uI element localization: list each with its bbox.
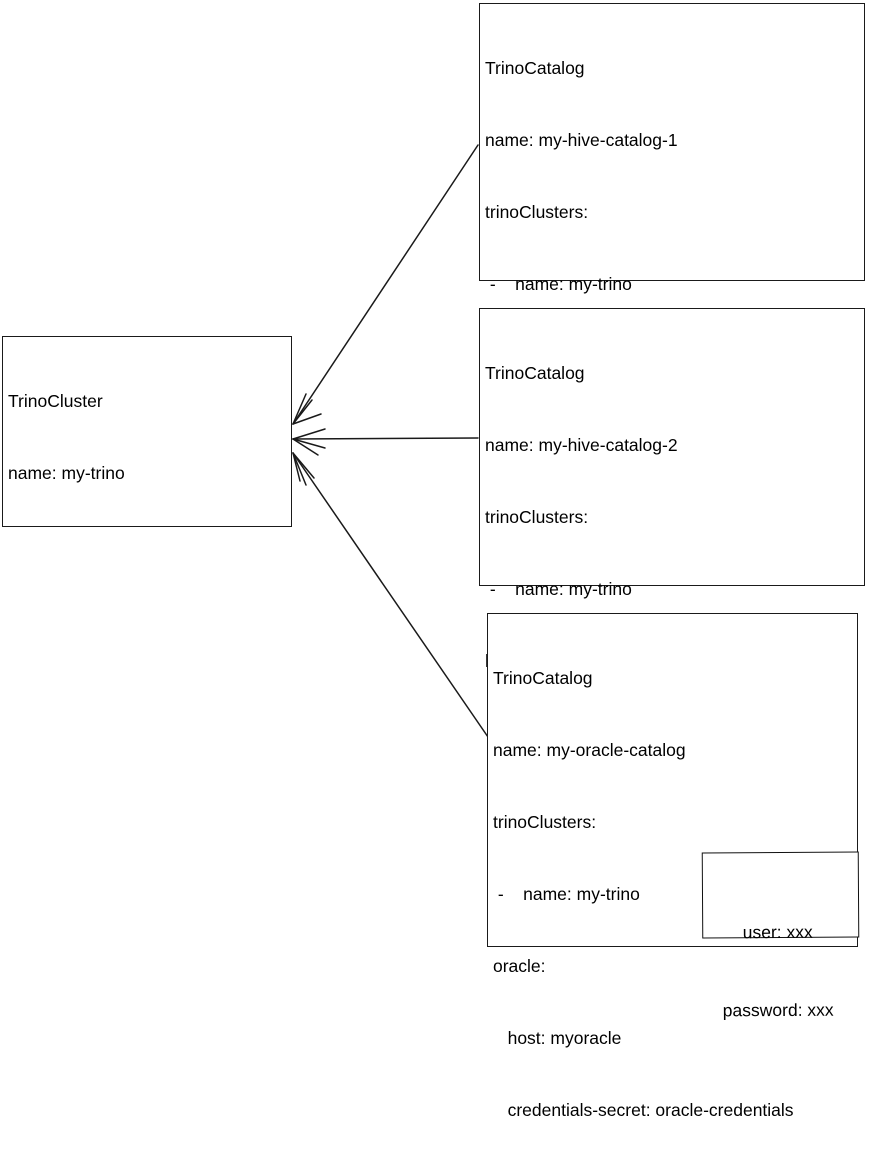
node-credentials-secret-text: user: xxx password: xxx <box>703 867 853 1076</box>
node-line: TrinoCluster <box>8 391 103 411</box>
node-trino-catalog-hive-1[interactable]: TrinoCatalog name: my-hive-catalog-1 tri… <box>479 3 865 654</box>
node-line: name: my-hive-catalog-1 <box>485 130 678 150</box>
node-trino-catalog-oracle[interactable]: TrinoCatalog name: my-oracle-catalog tri… <box>487 613 860 1120</box>
node-line: trinoClusters: <box>493 812 597 832</box>
node-line: trinoClusters: <box>485 507 589 527</box>
node-trino-catalog-hive-2[interactable]: TrinoCatalog name: my-hive-catalog-2 tri… <box>479 308 865 887</box>
node-trino-cluster-text: TrinoCluster name: my-trino <box>8 341 289 533</box>
node-trino-cluster[interactable]: TrinoCluster name: my-trino <box>2 336 292 527</box>
node-line: TrinoCatalog <box>485 363 585 383</box>
node-line: - name: my-trino <box>493 884 640 904</box>
diagram-canvas: TrinoCluster name: my-trino TrinoCatalog… <box>2 3 865 1120</box>
node-line: name: my-hive-catalog-2 <box>485 435 678 455</box>
node-line: - name: my-trino <box>485 274 632 294</box>
node-credentials-secret[interactable]: user: xxx password: xxx <box>701 851 860 1020</box>
node-line: name: my-trino <box>8 463 125 483</box>
node-line: - name: my-trino <box>485 579 632 599</box>
node-line: name: my-oracle-catalog <box>493 740 686 760</box>
edge-hive-catalog-2-to-cluster <box>292 428 479 456</box>
node-line: trinoClusters: <box>485 202 589 222</box>
node-line: credentials-secret: oracle-credentials <box>493 1100 794 1120</box>
node-line: TrinoCatalog <box>493 668 593 688</box>
edge-hive-catalog-1-to-cluster <box>292 144 479 425</box>
node-line: TrinoCatalog <box>485 58 585 78</box>
credentials-password-line: password: xxx <box>722 999 834 1021</box>
credentials-user-line: user: xxx <box>742 921 813 943</box>
edge-oracle-catalog-to-cluster <box>292 452 489 738</box>
